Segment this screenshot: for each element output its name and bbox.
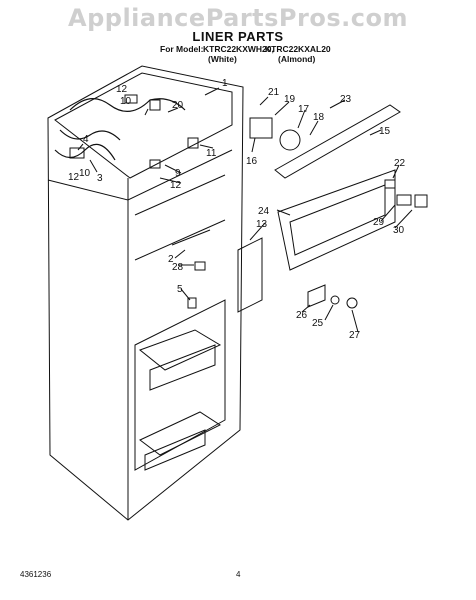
callout-28: 28	[172, 262, 184, 273]
wire-harness-3	[54, 143, 116, 161]
crisper-tray-2	[149, 344, 216, 391]
page-number: 4	[236, 570, 241, 579]
part-29	[396, 194, 412, 206]
callout-20: 20	[172, 100, 184, 111]
fan-motor	[249, 117, 273, 139]
side-panel	[237, 237, 263, 313]
part-thermostat	[69, 147, 85, 159]
part-bracket	[149, 159, 161, 169]
control-housing	[277, 169, 396, 271]
callout-21: 21	[268, 87, 280, 98]
part-28	[194, 261, 206, 271]
part-connector	[187, 137, 199, 149]
model-a: KTRC22KXWH20,	[203, 44, 274, 54]
callout-9: 9	[175, 168, 181, 179]
callout-26: 26	[296, 310, 308, 321]
part-25	[330, 295, 340, 305]
shelf-rail	[134, 174, 226, 216]
part-switch	[124, 94, 138, 104]
callout-29: 29	[373, 217, 385, 228]
variant-b: (Almond)	[278, 54, 316, 64]
crisper-tray	[138, 329, 222, 371]
callout-5: 5	[177, 284, 183, 295]
model-prefix: For Model:	[160, 44, 204, 54]
callout-2: 2	[168, 254, 174, 265]
callout-15: 15	[379, 126, 391, 137]
watermark: AppliancePartsPros.com	[68, 4, 408, 32]
callout-4: 4	[83, 134, 89, 145]
callout-12c: 12	[170, 180, 182, 191]
part-30	[414, 194, 428, 208]
callout-24: 24	[258, 206, 270, 217]
callout-13: 13	[256, 219, 268, 230]
callout-18: 18	[313, 112, 325, 123]
callout-12b: 12	[68, 172, 80, 183]
liner-inner-top	[54, 72, 233, 179]
callout-22: 22	[394, 158, 406, 169]
part-22	[384, 179, 396, 189]
part-27	[346, 297, 358, 309]
callout-12: 12	[116, 84, 128, 95]
callout-11: 11	[206, 148, 217, 159]
wire-harness-2	[59, 129, 121, 141]
lower-tray	[139, 411, 222, 456]
callout-27: 27	[349, 330, 361, 341]
page-title: LINER PARTS	[192, 29, 284, 44]
lower-tray-2	[144, 429, 206, 471]
part-5	[187, 297, 197, 309]
callout-10b: 10	[79, 168, 91, 179]
part-socket	[149, 99, 161, 111]
control-housing-inner	[289, 184, 386, 256]
liner-inner-floor	[134, 299, 226, 471]
callout-30: 30	[393, 225, 405, 236]
callout-17: 17	[298, 104, 310, 115]
liner-divider	[47, 149, 233, 201]
callout-25: 25	[312, 318, 324, 329]
variant-a: (White)	[208, 54, 237, 64]
callout-19: 19	[284, 94, 296, 105]
callout-23: 23	[340, 94, 352, 105]
part-26	[307, 284, 326, 308]
callout-1: 1	[222, 78, 228, 89]
callout-3: 3	[97, 173, 103, 184]
part-2-bar	[171, 229, 211, 246]
shelf-rail-2	[134, 219, 226, 261]
fan-blade	[279, 129, 301, 151]
wire-harness	[69, 98, 186, 112]
air-channel	[274, 104, 401, 179]
callout-16: 16	[246, 156, 258, 167]
doc-number: 4361236	[20, 570, 52, 579]
model-b: KTRC22KXAL20	[265, 44, 331, 54]
liner-outline	[47, 65, 244, 521]
callout-10: 10	[120, 96, 132, 107]
